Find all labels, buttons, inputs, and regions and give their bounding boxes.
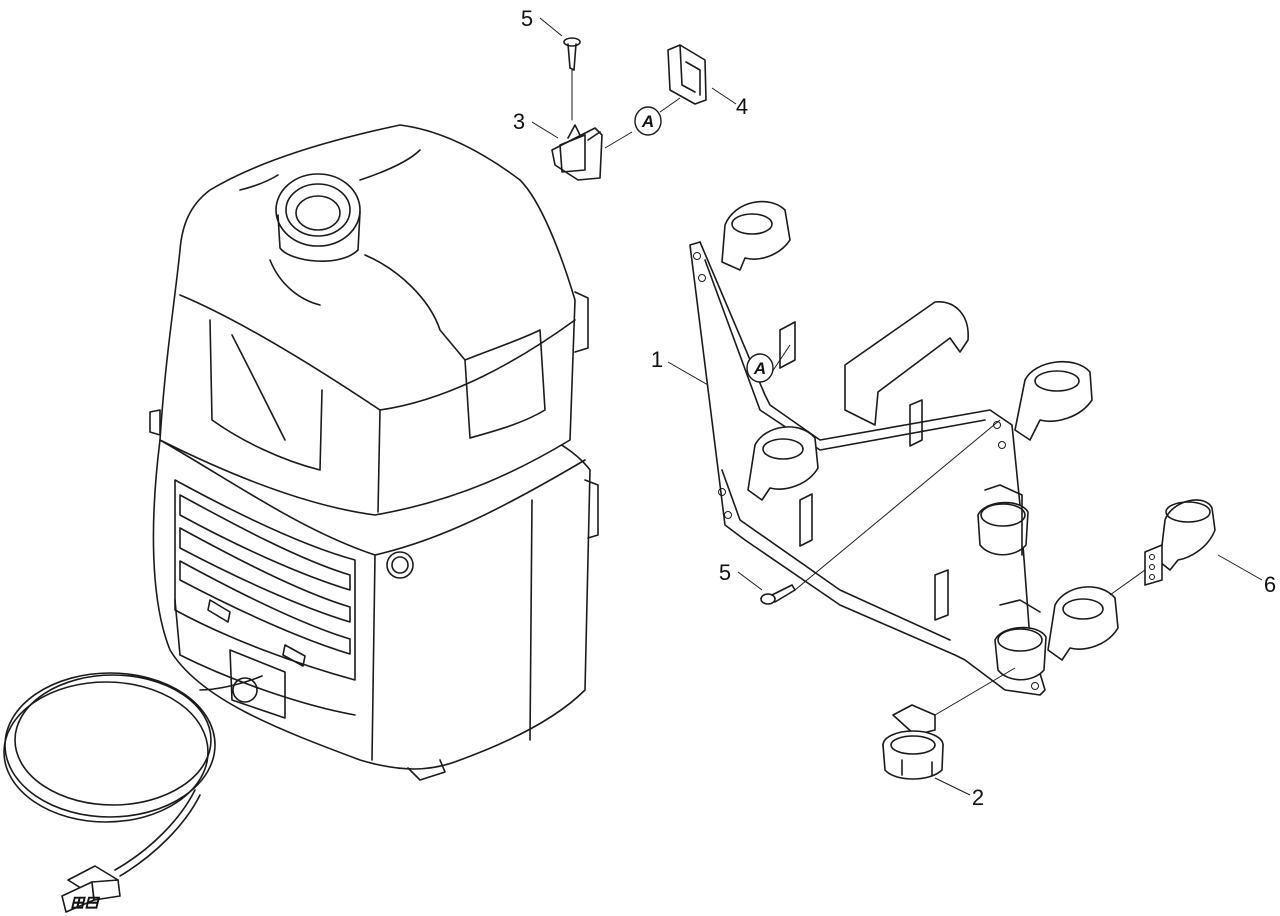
part-3-holder [551,124,603,181]
leader-lines [531,17,1263,796]
part-2-tool-clip [882,704,944,780]
air-grille [174,479,356,681]
callout-4: 4 [736,94,748,119]
hose-port [239,149,421,262]
bracket-tool-clips [721,200,1119,681]
reference-marker-a-top: A [634,106,662,136]
part-6-tool-clip [1144,499,1216,586]
plug-marking: ⊞⊟ [70,893,100,912]
callout-3: 3 [513,109,525,134]
callout-5-mid: 5 [719,560,731,585]
callout-6: 6 [1264,572,1276,597]
cord-plug: ⊞⊟ [61,865,121,913]
callout-2: 2 [972,785,984,810]
reference-marker-a-top-text: A [641,112,654,131]
vacuum-housing [149,124,599,781]
part-4-clip [667,44,707,105]
callout-1: 1 [651,347,663,372]
reference-marker-a-bracket: A [746,353,774,383]
screw-mid [760,584,796,605]
screw-top [563,37,581,121]
callout-5-top: 5 [521,6,533,31]
power-cord: ⊞⊟ [3,672,263,913]
mounting-bracket [689,200,1119,696]
reference-marker-a-bracket-text: A [753,359,766,378]
